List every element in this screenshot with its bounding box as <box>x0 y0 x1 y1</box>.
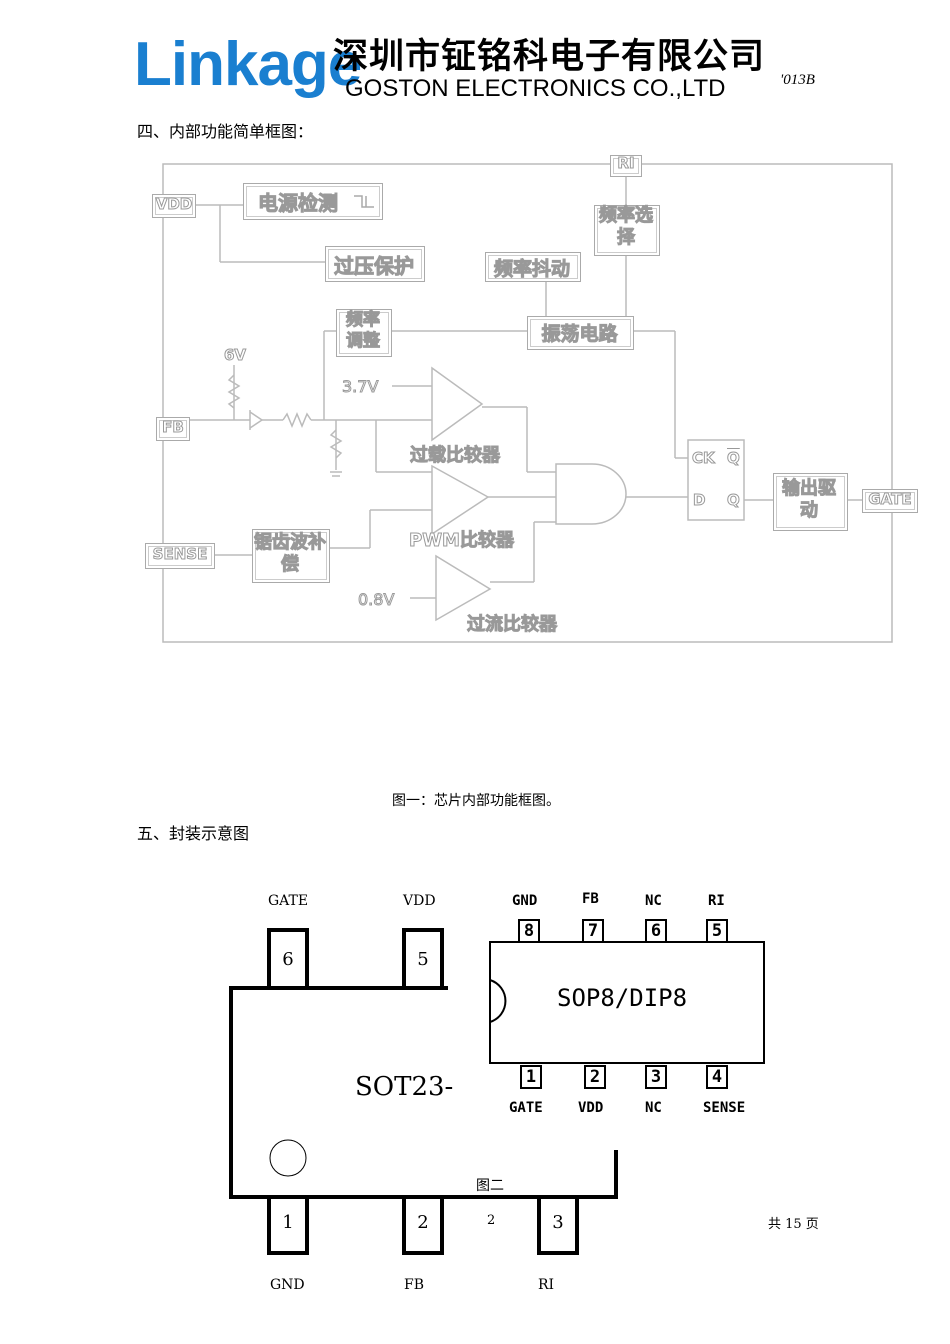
page-number: 2 <box>487 1213 496 1228</box>
sot23-pin1: 1 <box>267 1199 309 1255</box>
label-0-8v: 0.8V <box>357 590 395 610</box>
label-pwm-comparator: PWM比较器 <box>409 530 515 552</box>
block-over-voltage <box>325 246 425 282</box>
sot23-pin5: 5 <box>402 928 444 990</box>
block-freq-select-label: 频率选择 <box>599 205 654 249</box>
ff-d-label: D <box>692 491 706 510</box>
figure-1-caption: 图一：芯片内部功能框图。 <box>392 793 560 809</box>
block-power-detect <box>243 183 383 220</box>
sop8-pin8-name: GND <box>512 893 538 909</box>
block-diagram-wires <box>162 163 893 643</box>
sop8-pin4: 4 <box>706 1065 728 1089</box>
block-over-voltage-label: 过压保护 <box>334 254 415 279</box>
company-name-en: GOSTON ELECTRONICS CO.,LTD <box>345 75 726 102</box>
sop8-pin3-name: NC <box>645 1100 662 1116</box>
block-freq-jitter-label: 频率抖动 <box>493 258 570 281</box>
sot23-pin3: 3 <box>537 1199 579 1255</box>
pin-vdd-box <box>152 194 196 218</box>
label-overcurrent-comparator: 过流比较器 <box>467 614 558 636</box>
pin-fb-label: FB <box>162 418 185 437</box>
pin-sense-box <box>145 543 215 569</box>
section-4-title: 四、内部功能简单框图： <box>137 122 314 141</box>
block-freq-jitter <box>485 252 581 282</box>
pin-sense-label: SENSE <box>152 545 208 564</box>
label-overload-comparator: 过载比较器 <box>410 445 501 467</box>
sot23-pin1-name: GND <box>270 1277 305 1293</box>
figure-2-caption: 图二 <box>476 1178 504 1194</box>
sot23-pin2: 2 <box>402 1199 444 1255</box>
ff-qbar-label: Q <box>727 449 741 468</box>
ff-q-label: Q <box>727 491 741 510</box>
document-number: '013B <box>780 72 815 88</box>
sot23-pin6-name: GATE <box>268 893 309 909</box>
pin-vdd-label: VDD <box>155 195 193 214</box>
sop8-pin5: 5 <box>706 919 728 943</box>
sop8-pin2: 2 <box>584 1065 606 1089</box>
sop8-pin1-name: GATE <box>509 1100 543 1116</box>
block-slope-comp-label: 锯齿波补偿 <box>254 532 327 576</box>
label-6v: 6V <box>223 346 247 365</box>
block-freq-select <box>594 205 660 256</box>
sop8-pin3: 3 <box>645 1065 667 1089</box>
sop8-pin1: 1 <box>520 1065 542 1089</box>
sot23-pin5-name: VDD <box>403 893 436 909</box>
block-output-drive <box>773 473 848 531</box>
sot23-pin2-name: FB <box>404 1277 425 1293</box>
block-oscillator <box>527 316 634 350</box>
section-5-title: 五、封装示意图 <box>137 824 250 843</box>
block-slope-comp <box>252 529 330 583</box>
pulse-icon <box>354 195 374 208</box>
pin-ri-box <box>610 155 642 177</box>
sop8-pin7-name: FB <box>582 891 599 907</box>
sot23-pin3-name: RI <box>538 1277 555 1293</box>
company-name-cn: 深圳市钲铭科电子有限公司 <box>333 37 766 77</box>
pin-ri-label: RI <box>617 154 635 173</box>
block-output-drive-label: 输出驱动 <box>782 478 837 522</box>
sot23-pin6: 6 <box>267 928 309 990</box>
pin-fb-box <box>156 417 190 441</box>
sop8-pin5-name: RI <box>708 893 725 909</box>
sop8-name: SOP8/DIP8 <box>557 984 688 1012</box>
block-diagram: RI VDD FB SENSE GATE 电源检测 过压保护 频率选择 频率抖动… <box>145 154 918 643</box>
sop8-pin4-name: SENSE <box>703 1100 746 1116</box>
block-power-detect-label: 电源检测 <box>258 191 339 216</box>
sop8-pin2-name: VDD <box>578 1100 604 1116</box>
ff-ck-label: CK <box>692 449 716 468</box>
total-pages: 共 15 页 <box>768 1217 819 1232</box>
pin-gate-box <box>862 489 918 513</box>
sop8-pin6-name: NC <box>645 893 662 909</box>
block-freq-adjust <box>336 309 392 357</box>
label-3-7v: 3.7V <box>341 377 379 397</box>
block-freq-adjust-label: 频率调整 <box>346 310 381 352</box>
sot23-name: SOT23- <box>355 1072 454 1102</box>
pin-gate-label: GATE <box>868 490 912 509</box>
sop8-pin7: 7 <box>582 919 604 943</box>
block-oscillator-label: 振荡电路 <box>541 323 618 346</box>
company-logo: Linkage <box>134 30 362 99</box>
